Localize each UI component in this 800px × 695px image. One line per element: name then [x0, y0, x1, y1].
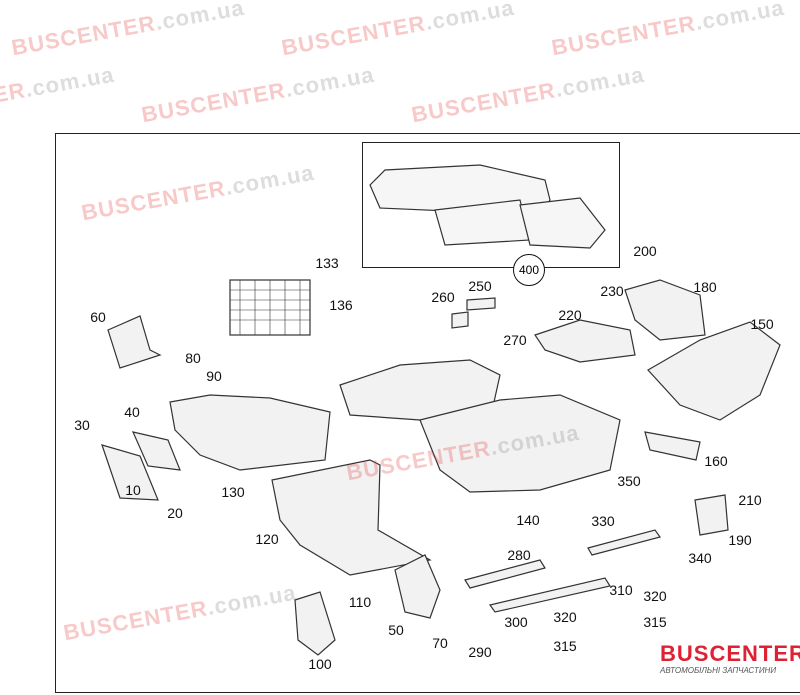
label-30: 30 — [74, 417, 90, 433]
buscenter-logo: BUSCENTER АВТОМОБІЛЬНІ ЗАПЧАСТИНИ — [660, 642, 800, 676]
label-50: 50 — [388, 622, 404, 638]
label-160: 160 — [704, 453, 728, 469]
label-40: 40 — [124, 404, 140, 420]
label-60: 60 — [90, 309, 106, 325]
part-300 — [488, 577, 611, 613]
label-250: 250 — [468, 278, 492, 294]
label-120: 120 — [255, 531, 279, 547]
label-270: 270 — [503, 332, 527, 348]
label-230: 230 — [600, 283, 624, 299]
label-320-a: 320 — [553, 609, 577, 625]
label-70: 70 — [432, 635, 448, 651]
label-140: 140 — [516, 512, 540, 528]
label-200: 200 — [633, 243, 657, 259]
part-120 — [271, 459, 432, 576]
part-220 — [534, 319, 636, 363]
part-100 — [294, 591, 336, 656]
label-133: 133 — [315, 255, 339, 271]
label-220: 220 — [558, 307, 582, 323]
part-190 — [694, 494, 729, 536]
part-50 — [394, 554, 441, 619]
diagram-frame — [55, 133, 800, 693]
part-280 — [464, 559, 546, 589]
part-130 — [169, 394, 331, 471]
part-10 — [101, 444, 159, 501]
label-10: 10 — [125, 482, 141, 498]
label-280: 280 — [507, 547, 531, 563]
label-20: 20 — [167, 505, 183, 521]
label-190: 190 — [728, 532, 752, 548]
label-300: 300 — [504, 614, 528, 630]
part-140-main — [419, 394, 621, 493]
label-136: 136 — [329, 297, 353, 313]
label-100: 100 — [308, 656, 332, 672]
label-315-b: 315 — [643, 614, 667, 630]
label-330: 330 — [591, 513, 615, 529]
part-40 — [131, 431, 181, 471]
part-140-front — [339, 359, 501, 421]
label-110: 110 — [348, 594, 372, 610]
part-180 — [624, 279, 706, 341]
label-315-a: 315 — [553, 638, 577, 654]
callout-400: 400 — [513, 254, 545, 286]
logo-tagline: АВТОМОБІЛЬНІ ЗАПЧАСТИНИ — [660, 666, 777, 675]
label-310: 310 — [609, 582, 633, 598]
part-60 — [107, 315, 162, 369]
label-180: 180 — [693, 279, 717, 295]
part-150 — [647, 321, 781, 421]
cargo-net-133 — [229, 279, 311, 336]
label-290: 290 — [468, 644, 492, 660]
part-160 — [644, 431, 701, 461]
part-260 — [451, 311, 469, 329]
label-80: 80 — [185, 350, 201, 366]
label-90: 90 — [206, 368, 222, 384]
label-130: 130 — [221, 484, 245, 500]
logo-name: BUSCENTER — [660, 641, 800, 666]
label-210: 210 — [738, 492, 762, 508]
label-350: 350 — [617, 473, 641, 489]
label-260: 260 — [431, 289, 455, 305]
label-340: 340 — [688, 550, 712, 566]
part-330 — [587, 529, 661, 556]
label-320-b: 320 — [643, 588, 667, 604]
part-250 — [466, 297, 496, 311]
label-150: 150 — [750, 316, 774, 332]
